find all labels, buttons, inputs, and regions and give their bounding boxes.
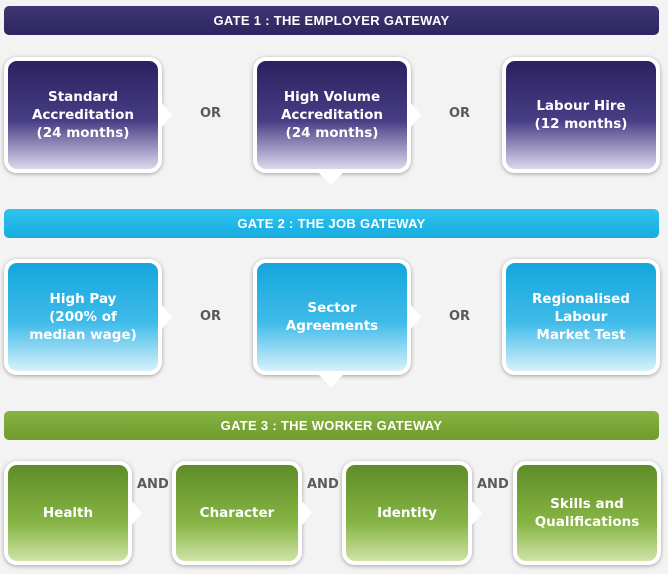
box-label: Skills and Qualifications: [534, 496, 640, 530]
connector-or: OR: [200, 106, 222, 121]
gate-3-requirement-character: Character: [172, 461, 302, 565]
arrow-right-icon: [301, 500, 312, 526]
arrow-right-icon: [131, 500, 142, 526]
box-label: Regionalised Labour Market Test: [532, 291, 630, 343]
connector-and: AND: [307, 477, 339, 492]
box-label: High Pay (200% of median wage): [29, 291, 137, 343]
box-label: Labour Hire (12 months): [534, 98, 628, 132]
gate-3-requirement-skills-and-qualifications: Skills and Qualifications: [513, 461, 661, 565]
box-label: Standard Accreditation (24 months): [31, 89, 135, 141]
box-label: Health: [42, 505, 94, 521]
arrow-down-icon: [318, 374, 344, 387]
gate-1-option-labour-hire: Labour Hire (12 months): [502, 57, 660, 173]
gate-2-option-regionalised-labour-market-test: Regionalised Labour Market Test: [502, 259, 660, 375]
gate-2-header: GATE 2 : THE JOB GATEWAY: [4, 209, 659, 238]
arrow-right-icon: [161, 102, 172, 128]
gate-1-option-standard-accreditation: Standard Accreditation (24 months): [4, 57, 162, 173]
connector-or: OR: [449, 106, 471, 121]
arrow-right-icon: [410, 304, 421, 330]
box-label: Character: [199, 505, 275, 521]
connector-and: AND: [477, 477, 509, 492]
gate-2-option-high-pay: High Pay (200% of median wage): [4, 259, 162, 375]
arrow-right-icon: [161, 304, 172, 330]
arrow-right-icon: [410, 102, 421, 128]
gate-1-option-high-volume-accreditation: High Volume Accreditation (24 months): [253, 57, 411, 173]
arrow-right-icon: [471, 500, 482, 526]
gate-3-requirement-identity: Identity: [342, 461, 472, 565]
connector-and: AND: [137, 477, 169, 492]
gate-3-header: GATE 3 : THE WORKER GATEWAY: [4, 411, 659, 440]
box-label: Identity: [377, 505, 437, 521]
gate-3-requirement-health: Health: [4, 461, 132, 565]
box-label: Sector Agreements: [285, 300, 379, 334]
box-label: High Volume Accreditation (24 months): [280, 89, 384, 141]
connector-or: OR: [200, 309, 222, 324]
connector-or: OR: [449, 309, 471, 324]
gate-1-header: GATE 1 : THE EMPLOYER GATEWAY: [4, 6, 659, 35]
gate-2-option-sector-agreements: Sector Agreements: [253, 259, 411, 375]
arrow-down-icon: [318, 172, 344, 185]
